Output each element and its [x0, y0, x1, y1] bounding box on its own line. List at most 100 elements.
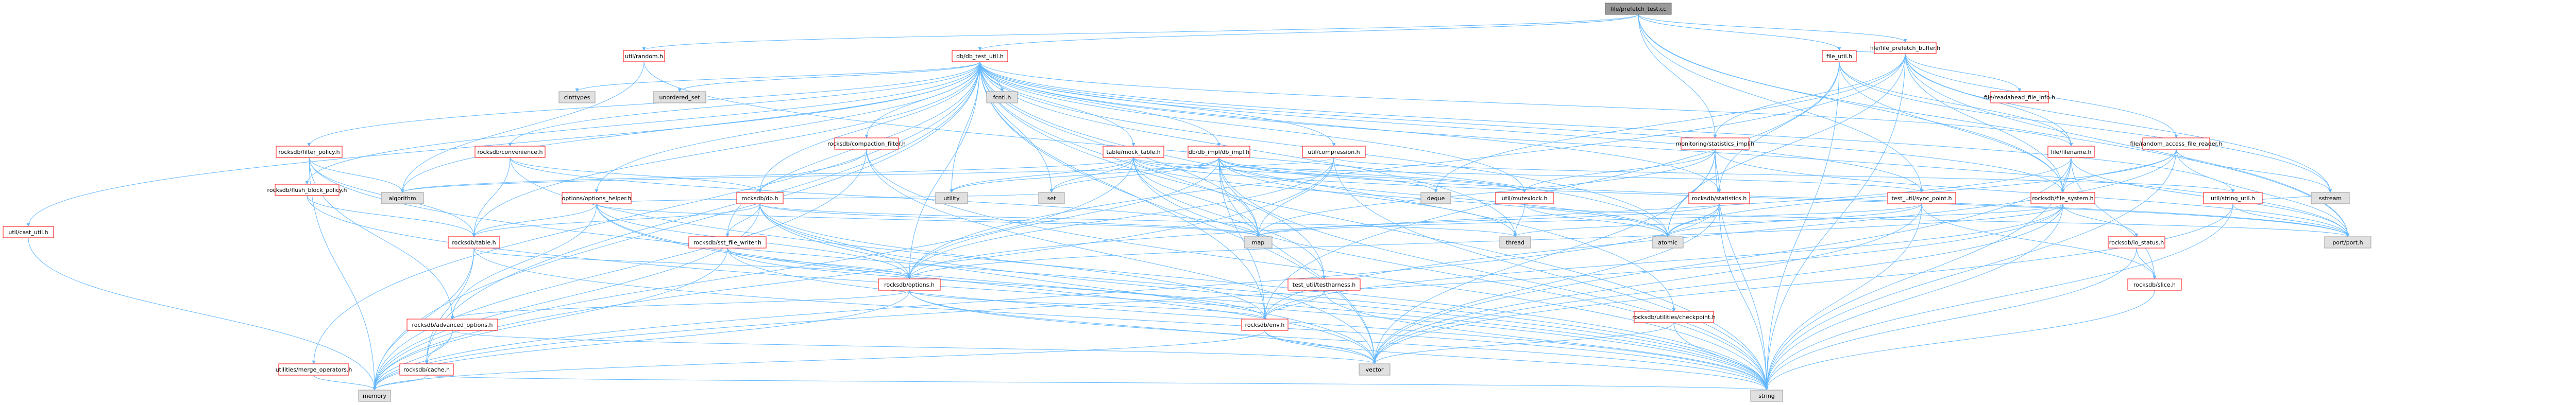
node-mock-table[interactable]: table/mock_table.h [1103, 146, 1164, 158]
node-atomic: atomic [1652, 236, 1684, 249]
edge-filename-to-options [907, 157, 2072, 279]
edge-db_test_util-to-statistics [979, 61, 1721, 193]
edge-filter_policy-to-advanced_options [309, 157, 454, 320]
edge-file_system-to-string [1765, 203, 2063, 391]
node-label: rocksdb/io_status.h [2109, 239, 2164, 246]
node-box [935, 192, 968, 204]
edge-compression-to-algorithm [400, 157, 1334, 193]
node-convenience[interactable]: rocksdb/convenience.h [474, 146, 546, 158]
edge-db_test_util-to-table [472, 61, 980, 237]
edge-mutexlock-to-port [1524, 203, 2350, 237]
edge-db_impl-to-port [1218, 157, 2350, 237]
node-mutexlock[interactable]: util/mutexlock.h [1495, 192, 1554, 204]
node-label: deque [1427, 195, 1445, 202]
node-label: file/file_prefetch_buffer.h [1870, 45, 1941, 51]
node-label: map [1252, 239, 1264, 246]
node-instrumented[interactable]: monitoring/statistics_impl.h [1676, 137, 1755, 150]
edge-checkpoint-to-vector [1372, 322, 1674, 364]
edge-mock_table-to-testharness [1133, 157, 1326, 279]
node-label: file/readahead_file_info.h [1984, 94, 2055, 101]
node-file-prefetch[interactable]: file/file_prefetch_buffer.h [1870, 42, 1941, 54]
edge-db_test_util-to-flush_block [305, 61, 980, 185]
node-label: test_util/testharness.h [1293, 281, 1356, 288]
node-compaction-filter[interactable]: rocksdb/compaction_filter.h [827, 137, 906, 150]
node-string-util[interactable]: util/string_util.h [2203, 192, 2263, 204]
edge-flush_block-to-table [307, 195, 476, 237]
node-merge-operators[interactable]: utilities/merge_operators.h [276, 363, 352, 376]
edge-cast_util-to-memory [28, 237, 377, 391]
node-box [1750, 390, 1783, 402]
node-table[interactable]: rocksdb/table.h [448, 236, 500, 249]
node-db-test-util[interactable]: db/db_test_util.h [952, 50, 1008, 62]
node-memory: memory [358, 390, 391, 402]
node-box [878, 278, 941, 291]
edge-file_prefetch-to-readahead [1905, 53, 2022, 92]
node-env[interactable]: rocksdb/env.h [1241, 319, 1289, 331]
node-label: db/db_impl/db_impl.h [1189, 149, 1249, 155]
node-file-system[interactable]: rocksdb/file_system.h [2030, 192, 2095, 204]
edge-string_util-to-port [2232, 203, 2350, 237]
edge-sst_file_writer-to-env [727, 248, 1267, 320]
node-label: options/options_helper.h [562, 195, 632, 202]
node-layer: file/prefetch_test.cc util/random.h db/db_… [3, 3, 2371, 402]
node-db-impl[interactable]: db/db_impl/db_impl.h [1188, 146, 1250, 158]
edge-file_system-to-io_status [2062, 203, 2139, 237]
node-box [3, 226, 54, 238]
node-flush-block[interactable]: rocksdb/flush_block_policy.h [267, 184, 347, 196]
edge-db_test_util-to-cache [425, 61, 980, 364]
node-map: map [1244, 236, 1273, 249]
node-box [275, 184, 340, 196]
node-checkpoint[interactable]: rocksdb/utilities/checkpoint.h [1632, 311, 1716, 323]
node-compression[interactable]: util/compression.h [1302, 146, 1366, 158]
node-box [1874, 42, 1937, 54]
node-label: rocksdb/statistics.h [1692, 195, 1747, 202]
node-cache[interactable]: rocksdb/cache.h [399, 363, 454, 376]
node-label: table/mock_table.h [1106, 149, 1160, 155]
node-box [474, 146, 546, 158]
node-fcntl: fcntl.h [986, 91, 1018, 103]
edge-rocksdb_db-to-string [759, 203, 1769, 391]
node-box [1359, 363, 1391, 376]
edge-instrumented-to-map [1256, 149, 1716, 237]
edge-options_helper-to-set [596, 192, 1053, 204]
node-filename[interactable]: file/filename.h [2047, 146, 2095, 158]
edge-mutexlock-to-thread [1513, 203, 1525, 237]
node-cast-util[interactable]: util/cast_util.h [3, 226, 54, 238]
edge-rocksdb_db-to-options [759, 203, 911, 279]
edge-slice-to-string [1765, 290, 2155, 391]
node-root[interactable]: file/prefetch_test.cc [1605, 3, 1672, 15]
node-testharness[interactable]: test_util/testharness.h [1287, 278, 1361, 291]
node-box [688, 236, 767, 249]
node-file-util[interactable]: file_util.h [1822, 50, 1857, 62]
node-sync-point[interactable]: test_util/sync_point.h [1887, 192, 1956, 204]
node-filter-policy[interactable]: rocksdb/filter_policy.h [276, 146, 343, 158]
node-readahead[interactable]: file/readahead_file_info.h [1984, 91, 2055, 103]
node-box [1499, 236, 1531, 249]
node-options[interactable]: rocksdb/options.h [878, 278, 941, 291]
node-label: test_util/sync_point.h [1891, 195, 1952, 202]
node-box [952, 50, 1008, 62]
node-rocksdb-db[interactable]: rocksdb/db.h [736, 192, 784, 204]
node-box [2311, 192, 2350, 204]
edge-db_impl-to-string [1218, 157, 1769, 391]
node-io-status[interactable]: rocksdb/io_status.h [2108, 236, 2165, 249]
node-sst-file-writer[interactable]: rocksdb/sst_file_writer.h [688, 236, 767, 249]
edge-mock_table-to-memory [372, 157, 1134, 391]
node-box [2108, 236, 2165, 249]
edge-random_access-to-env [1263, 149, 2177, 320]
node-box [623, 50, 665, 62]
node-options-helper[interactable]: options/options_helper.h [562, 192, 632, 204]
node-statistics[interactable]: rocksdb/statistics.h [1688, 192, 1750, 204]
node-slice[interactable]: rocksdb/slice.h [2127, 278, 2182, 291]
edge-file_util-to-file_system [1839, 61, 2065, 193]
node-random[interactable]: util/random.h [623, 50, 665, 62]
node-random-access[interactable]: file/random_access_file_reader.h [2130, 137, 2223, 150]
edge-statistics-to-map [1256, 203, 1720, 237]
edge-file_prefetch-to-string [1765, 53, 1906, 391]
edge-cache-to-memory [372, 375, 427, 391]
node-label: rocksdb/db.h [741, 195, 778, 202]
edge-sync_point-to-string [1765, 203, 1922, 391]
edge-options-to-vector [909, 290, 1377, 364]
edge-rocksdb_db-to-thread [759, 203, 1517, 237]
node-advanced-options[interactable]: rocksdb/advanced_options.h [406, 319, 498, 331]
